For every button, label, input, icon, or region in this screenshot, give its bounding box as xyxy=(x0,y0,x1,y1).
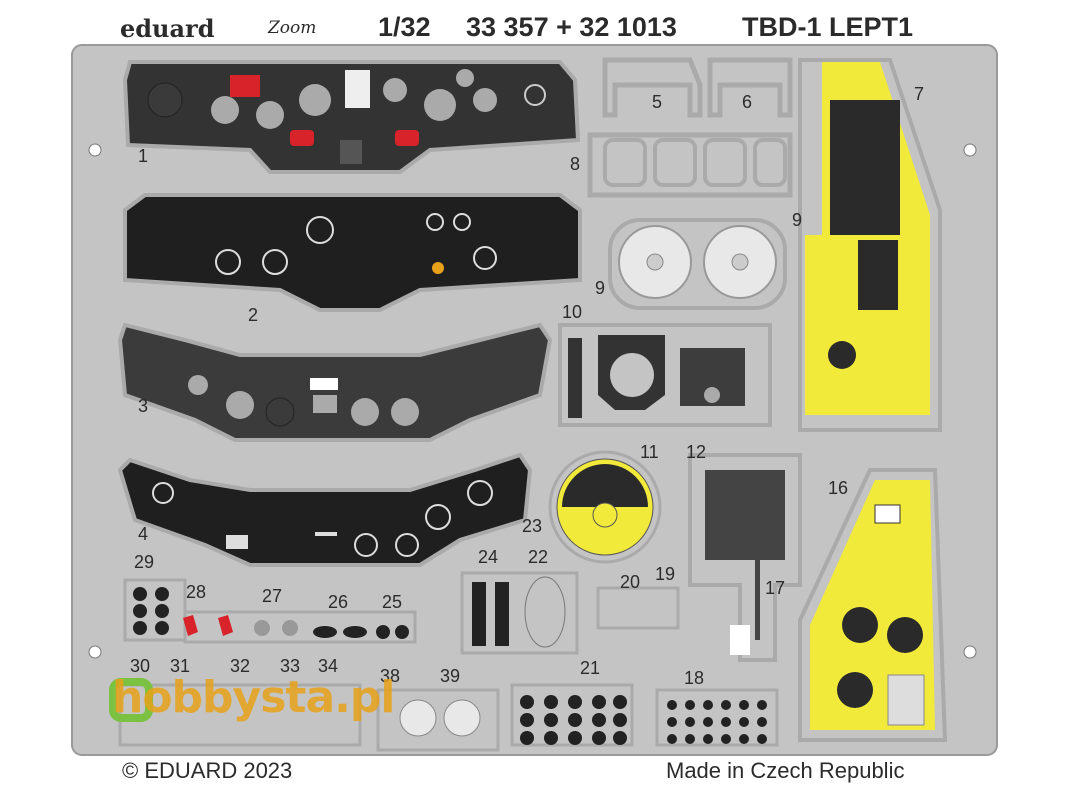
part-number: 22 xyxy=(528,547,549,567)
part-number: 4 xyxy=(138,524,149,544)
instrument-panel-1 xyxy=(122,60,581,174)
small-parts-bottom xyxy=(118,683,779,752)
parts-12-17 xyxy=(688,453,802,662)
part-number: 6 xyxy=(742,92,753,112)
scale-label: 1/32 xyxy=(378,12,431,42)
part-number: 9 xyxy=(595,278,606,298)
part-number: 10 xyxy=(562,302,583,322)
part-number: 23 xyxy=(522,516,543,536)
part-9 xyxy=(608,218,787,310)
part-23-dial xyxy=(548,450,662,564)
part-number: 30 xyxy=(130,656,151,676)
copyright-text: © EDUARD 2023 xyxy=(122,758,293,783)
part-number: 24 xyxy=(478,547,499,567)
small-parts-mid xyxy=(460,571,680,655)
part-number: 7 xyxy=(914,84,925,104)
instrument-panel-3 xyxy=(117,322,553,442)
origin-text: Made in Czech Republic xyxy=(666,758,905,783)
part-number: 2 xyxy=(248,305,259,325)
part-number: 31 xyxy=(170,656,191,676)
part-number: 8 xyxy=(570,154,581,174)
part-8 xyxy=(587,132,793,198)
part-number: 18 xyxy=(684,668,705,688)
part-number: 25 xyxy=(382,592,403,612)
part-number: 3 xyxy=(138,396,149,416)
watermark-logo-icon xyxy=(109,678,153,722)
product-codes: 33 357 + 32 1013 xyxy=(466,12,677,42)
part-number: 12 xyxy=(686,442,707,462)
part-number: 5 xyxy=(652,92,663,112)
part-number: 17 xyxy=(765,578,786,598)
part-number: 20 xyxy=(620,572,641,592)
parts-10-11 xyxy=(558,323,772,427)
part-number: 1 xyxy=(138,146,149,166)
watermark-text: hobbysta.pl xyxy=(112,672,395,723)
part-16-yellow-panel xyxy=(798,468,948,742)
part-number: 19 xyxy=(655,564,676,584)
brand-logo: eduard xyxy=(120,14,215,43)
part-number: 28 xyxy=(186,582,207,602)
part-number: 27 xyxy=(262,586,283,606)
part-number: 38 xyxy=(380,666,401,686)
instrument-panel-4 xyxy=(117,452,533,567)
part-number: 11 xyxy=(640,442,659,462)
instrument-panel-2 xyxy=(123,193,582,312)
zoom-logo: Zoom xyxy=(268,18,317,38)
part-number: 9 xyxy=(792,210,803,230)
part-number: 21 xyxy=(580,658,601,678)
part-number: 39 xyxy=(440,666,461,686)
part-7-yellow-panel xyxy=(798,58,942,432)
small-parts-left xyxy=(123,578,417,644)
parts-5-6 xyxy=(602,57,793,118)
product-title: TBD-1 LEPT1 xyxy=(742,12,914,42)
part-number: 26 xyxy=(328,592,349,612)
part-number: 16 xyxy=(828,478,849,498)
part-number: 32 xyxy=(230,656,251,676)
part-number: 34 xyxy=(318,656,339,676)
part-number: 33 xyxy=(280,656,301,676)
part-number: 29 xyxy=(134,552,155,572)
